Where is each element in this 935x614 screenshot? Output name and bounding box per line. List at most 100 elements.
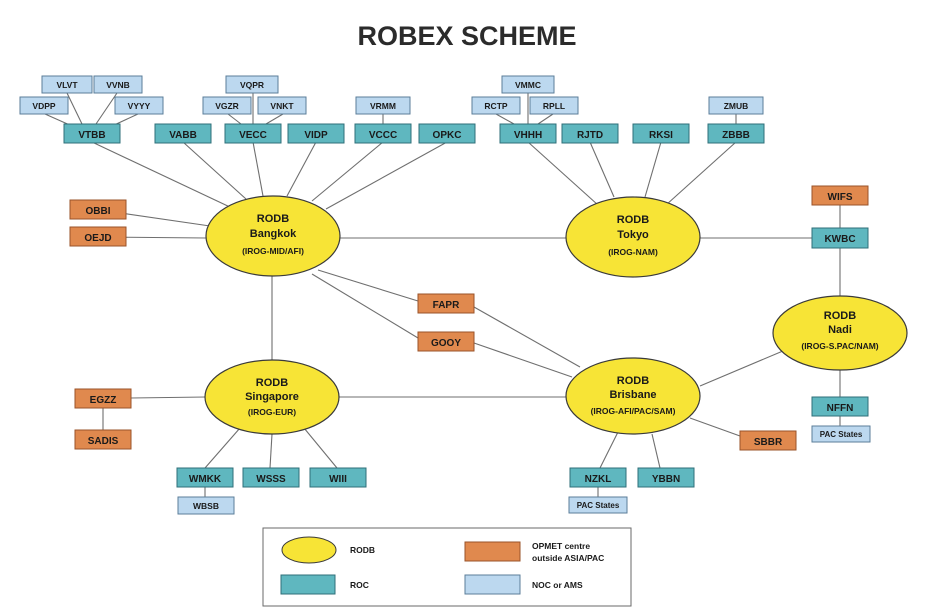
edge-zbbb-tokyo	[665, 141, 737, 206]
node-nffn: NFFN	[811, 396, 869, 417]
node-vdpp: VDPP	[19, 96, 69, 115]
svg-text:GOOY: GOOY	[431, 338, 461, 349]
svg-text:VCCC: VCCC	[369, 130, 397, 141]
node-vvnb: VVNB	[93, 75, 143, 94]
svg-text:RODB: RODB	[617, 375, 649, 387]
edge-vvnb-vtbb	[95, 92, 118, 125]
edge-vgzr-vecc	[227, 113, 242, 125]
svg-text:OPMET centre: OPMET centre	[532, 541, 590, 551]
svg-text:FAPR: FAPR	[433, 300, 460, 311]
svg-text:VYYY: VYYY	[128, 101, 151, 111]
connections	[44, 92, 841, 497]
svg-text:PAC States: PAC States	[820, 430, 863, 439]
edge-vecc-bangkok	[252, 141, 264, 197]
svg-text:ZBBB: ZBBB	[722, 130, 750, 141]
svg-text:VVNB: VVNB	[106, 80, 130, 90]
legend-opmet: OPMET centre outside ASIA/PAC	[464, 541, 604, 563]
edge-brisbane-ybbn	[651, 433, 661, 469]
svg-text:Bangkok: Bangkok	[250, 228, 297, 240]
svg-text:WSSS: WSSS	[256, 474, 286, 485]
svg-text:KWBC: KWBC	[824, 234, 855, 245]
svg-text:RCTP: RCTP	[484, 101, 507, 111]
svg-text:VGZR: VGZR	[215, 101, 239, 111]
svg-text:VNKT: VNKT	[270, 101, 294, 111]
edge-bangkok-fapr	[317, 269, 419, 302]
node-vrmm: VRMM	[355, 96, 411, 115]
node-wiii: WIII	[309, 467, 367, 488]
edge-vlvt-vtbb	[66, 92, 83, 125]
svg-text:(IROG-S.PAC/NAM): (IROG-S.PAC/NAM)	[801, 341, 878, 351]
svg-text:WBSB: WBSB	[193, 501, 219, 511]
legend-noc: NOC or AMS	[464, 574, 583, 595]
svg-text:YBBN: YBBN	[652, 474, 680, 485]
edge-singapore-wiii	[303, 427, 338, 469]
svg-text:(IROG-MID/AFI): (IROG-MID/AFI)	[242, 246, 304, 256]
svg-text:VRMM: VRMM	[370, 101, 396, 111]
edge-rksi-tokyo	[644, 141, 662, 198]
rodb-bangkok: RODB Bangkok (IROG-MID/AFI)	[205, 195, 341, 277]
node-wmkk: WMKK	[176, 467, 234, 488]
svg-text:(IROG-AFI/PAC/SAM): (IROG-AFI/PAC/SAM)	[591, 406, 676, 416]
svg-text:RODB: RODB	[824, 310, 856, 322]
svg-text:Tokyo: Tokyo	[617, 229, 649, 241]
node-wbsb: WBSB	[177, 496, 235, 515]
edge-nadi-brisbane	[699, 347, 791, 387]
svg-text:RPLL: RPLL	[543, 101, 565, 111]
edge-egzz-singapore	[130, 396, 207, 399]
edge-vtbb-bangkok	[91, 141, 233, 209]
node-nzkl: NZKL	[569, 467, 627, 488]
node-vnkt: VNKT	[257, 96, 307, 115]
rodb-nadi: RODB Nadi (IROG-S.PAC/NAM)	[772, 295, 908, 371]
svg-text:NOC or AMS: NOC or AMS	[532, 580, 583, 590]
svg-text:WMKK: WMKK	[189, 474, 222, 485]
svg-text:VDPP: VDPP	[32, 101, 55, 111]
node-oejd: OEJD	[69, 226, 127, 247]
svg-text:VHHH: VHHH	[514, 130, 542, 141]
node-gooy: GOOY	[417, 331, 475, 352]
svg-text:(IROG-EUR): (IROG-EUR)	[248, 407, 296, 417]
svg-text:OEJD: OEJD	[84, 233, 111, 244]
edge-rjtd-tokyo	[589, 141, 615, 198]
edge-singapore-wmkk	[204, 427, 241, 469]
node-zbbb: ZBBB	[707, 123, 765, 144]
svg-text:Brisbane: Brisbane	[609, 389, 656, 401]
edge-vhhh-tokyo	[527, 141, 599, 206]
node-pac-states-nadi: PAC States	[811, 425, 871, 443]
rodb-tokyo: RODB Tokyo (IROG-NAM)	[565, 196, 701, 278]
edge-fapr-brisbane	[473, 306, 581, 368]
edge-opkc-bangkok	[325, 141, 448, 210]
node-zmub: ZMUB	[708, 96, 764, 115]
svg-text:WIII: WIII	[329, 474, 347, 485]
node-vmmc: VMMC	[501, 75, 555, 94]
svg-text:ROC: ROC	[350, 580, 369, 590]
edge-brisbane-sbbr	[689, 417, 741, 437]
node-vabb: VABB	[154, 123, 212, 144]
node-vtbb: VTBB	[63, 123, 121, 144]
node-wsss: WSSS	[242, 467, 300, 488]
svg-text:RJTD: RJTD	[577, 130, 603, 141]
node-vqpr: VQPR	[225, 75, 279, 94]
node-wifs: WIFS	[811, 185, 869, 206]
edge-vccc-bangkok	[311, 141, 384, 202]
node-egzz: EGZZ	[74, 388, 132, 409]
svg-text:WIFS: WIFS	[828, 192, 853, 203]
svg-text:VABB: VABB	[169, 130, 197, 141]
legend-rodb: RODB	[281, 536, 375, 564]
node-ybbn: YBBN	[637, 467, 695, 488]
node-vhhh: VHHH	[499, 123, 557, 144]
node-sbbr: SBBR	[739, 430, 797, 451]
node-vecc: VECC	[224, 123, 282, 144]
node-rpll: RPLL	[529, 96, 579, 115]
node-rctp: RCTP	[471, 96, 521, 115]
rodb-brisbane: RODB Brisbane (IROG-AFI/PAC/SAM)	[565, 357, 701, 435]
node-pac-states-brisbane: PAC States	[568, 496, 628, 514]
node-obbi: OBBI	[69, 199, 127, 220]
svg-text:ZMUB: ZMUB	[724, 101, 749, 111]
svg-text:NFFN: NFFN	[827, 403, 854, 414]
node-sadis: SADIS	[74, 429, 132, 450]
svg-text:RODB: RODB	[256, 377, 288, 389]
node-opkc: OPKC	[418, 123, 476, 144]
node-fapr: FAPR	[417, 293, 475, 314]
svg-text:RODB: RODB	[617, 214, 649, 226]
